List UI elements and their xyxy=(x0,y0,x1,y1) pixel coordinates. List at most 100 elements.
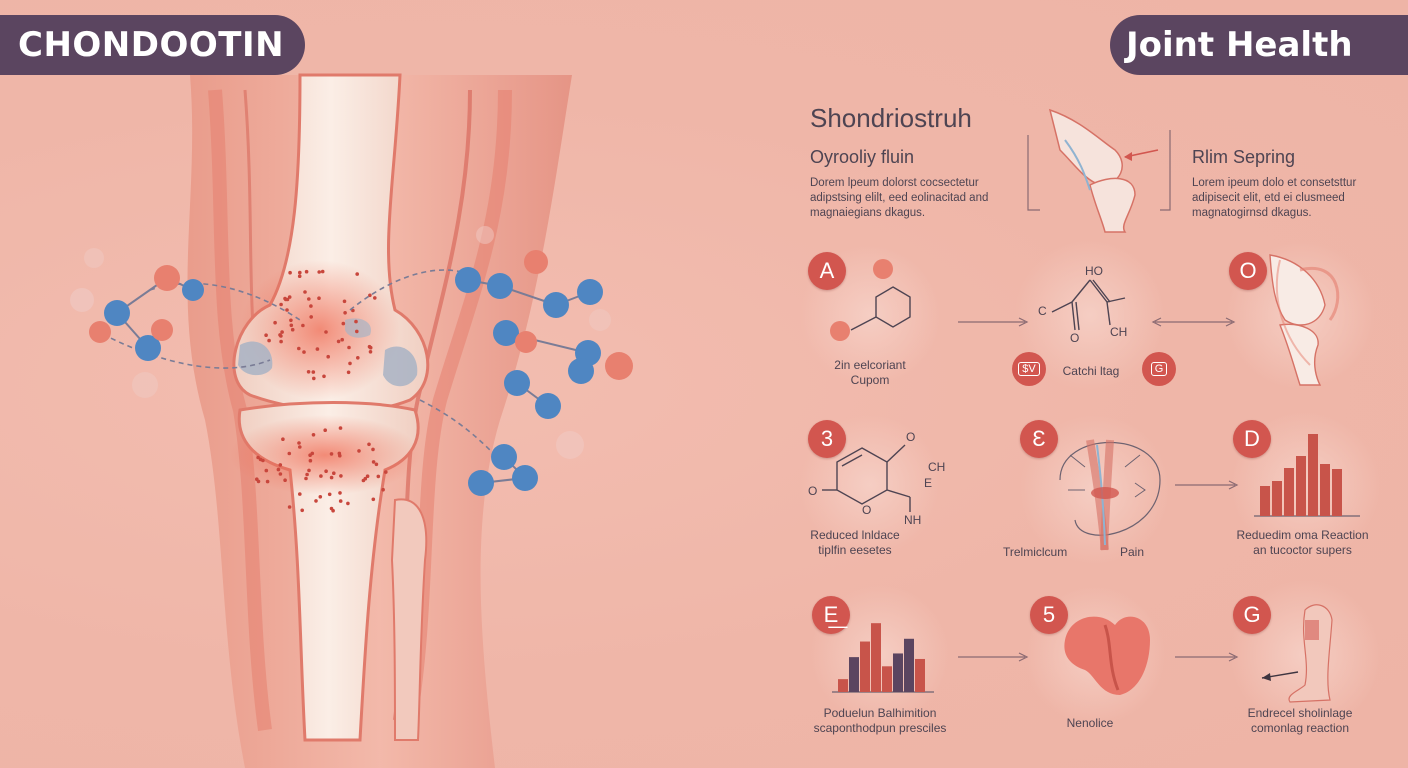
inflammation-dot xyxy=(376,474,381,479)
step-mid1-caption: Catchi ltag xyxy=(1062,364,1120,378)
step-3-caption-2: tiplfin eesetes xyxy=(818,543,892,557)
chem-o-top: O xyxy=(906,430,916,444)
step-5-caption: Nenolice xyxy=(1066,716,1114,730)
chart-bar xyxy=(1332,469,1342,516)
inflammation-dot xyxy=(327,492,332,497)
chart-bar xyxy=(849,657,859,692)
inflammation-dot xyxy=(301,323,305,328)
cartilage-pad-left xyxy=(238,341,273,376)
inflammation-dot xyxy=(267,338,271,343)
step-a-badge: A xyxy=(808,252,846,290)
inflammation-dot xyxy=(283,296,287,301)
chart-bar xyxy=(893,653,903,692)
inflammation-dot xyxy=(355,329,359,334)
inflammation-dot xyxy=(318,495,323,499)
chem-ho: HO xyxy=(1085,264,1103,278)
inflammation-dot xyxy=(279,339,283,344)
inflammation-dot xyxy=(304,476,308,481)
inflammation-dot xyxy=(339,474,343,478)
chart-bar xyxy=(860,641,870,692)
step-a-caption-2: Cupom xyxy=(850,373,890,387)
chart-bar xyxy=(1260,486,1270,516)
fibula xyxy=(390,498,428,741)
step-g-leg xyxy=(1261,604,1333,703)
step-g-caption-1: Endrecel sholinlage xyxy=(1247,706,1353,720)
inflammation-dot xyxy=(351,308,355,313)
step-5-badge: 5 xyxy=(1030,596,1068,634)
inflammation-dot xyxy=(317,270,322,274)
inflammation-dot xyxy=(309,315,314,319)
inflammation-dot xyxy=(287,295,292,299)
inflammation-dot xyxy=(367,442,371,447)
inflammation-dot xyxy=(256,455,260,460)
inflammation-dot xyxy=(265,479,270,484)
inflammation-dot xyxy=(289,318,293,323)
chart-bar xyxy=(915,658,925,692)
step-curl-badge: Ɛ xyxy=(1020,420,1058,458)
step-3-caption-1: Reduced lnldace xyxy=(810,528,900,542)
inflammation-dot xyxy=(276,467,281,472)
inflammation-dot xyxy=(298,270,302,275)
inflammation-dot xyxy=(338,499,343,503)
chem-o-left: O xyxy=(808,484,818,498)
inflammation-dot xyxy=(324,330,328,334)
inflammation-dot xyxy=(317,296,321,301)
intro-heading: Shondriostruh xyxy=(810,103,972,133)
step-d-caption-2: an tucoctor supers xyxy=(1253,543,1352,557)
step-curl-caption-left: Trelmiclcum xyxy=(1003,545,1068,559)
inflammation-dot xyxy=(348,361,352,366)
g-tag-icon: G xyxy=(1142,352,1176,386)
inflammation-dot xyxy=(365,474,370,479)
intro-left-body: Dorem lpeum dolorst cocsectetur adipstsi… xyxy=(810,177,989,219)
chem-e: E xyxy=(924,476,933,490)
chart-bar xyxy=(1308,434,1318,516)
inflammation-dot xyxy=(326,354,331,359)
inflammation-dot xyxy=(356,356,360,360)
inflammation-dot xyxy=(368,293,372,298)
step-mid1-structure xyxy=(1051,279,1126,331)
inflammation-dot xyxy=(303,290,307,294)
inflammation-dot xyxy=(309,304,313,308)
inflammation-dot xyxy=(368,350,373,354)
inflammation-dot xyxy=(341,321,346,326)
step-e-badge: E͟ xyxy=(812,596,850,634)
chart-bar xyxy=(871,623,881,692)
inflammation-dot xyxy=(371,447,375,452)
inflammation-dot xyxy=(374,462,379,467)
inflammation-dot xyxy=(287,451,292,456)
chart-bar xyxy=(1284,468,1294,516)
inflammation-dot xyxy=(254,477,259,482)
chart-bar xyxy=(882,666,892,692)
bar-chart-d xyxy=(1254,434,1360,517)
chem-o-bottom: O xyxy=(862,503,872,517)
inflammation-dot xyxy=(322,374,326,379)
inflammation-dots xyxy=(254,269,388,513)
inflammation-dot xyxy=(278,463,283,467)
inflammation-dot xyxy=(307,468,311,473)
inflammation-dot xyxy=(381,487,385,492)
inflammation-dot xyxy=(373,296,377,300)
chart-bar xyxy=(904,638,914,692)
inflammation-dot xyxy=(311,433,316,437)
step-o-knee xyxy=(1269,254,1340,386)
inflammation-dot xyxy=(357,449,361,453)
inflammation-dot xyxy=(323,428,328,433)
inflammation-dot xyxy=(346,370,351,375)
inflammation-dot xyxy=(297,346,301,351)
inflammation-dot xyxy=(307,297,311,301)
inflammation-dot xyxy=(289,323,294,328)
intro-right-subtitle: Rlim Sepring xyxy=(1192,147,1296,167)
molecule-cluster-left xyxy=(70,248,204,398)
step-curl-caption-right: Pain xyxy=(1120,545,1145,559)
inflammation-dot xyxy=(342,299,347,304)
inflammation-dot xyxy=(329,506,334,511)
inflammation-dot xyxy=(264,468,269,473)
inflammation-dot xyxy=(338,426,343,430)
inflammation-dot xyxy=(355,272,360,276)
chem-ch: CH xyxy=(1110,325,1128,339)
inflammation-dot xyxy=(308,458,313,463)
inflammation-dot xyxy=(312,376,316,381)
inflammation-dot xyxy=(273,320,277,325)
inflammation-dot xyxy=(300,508,305,513)
